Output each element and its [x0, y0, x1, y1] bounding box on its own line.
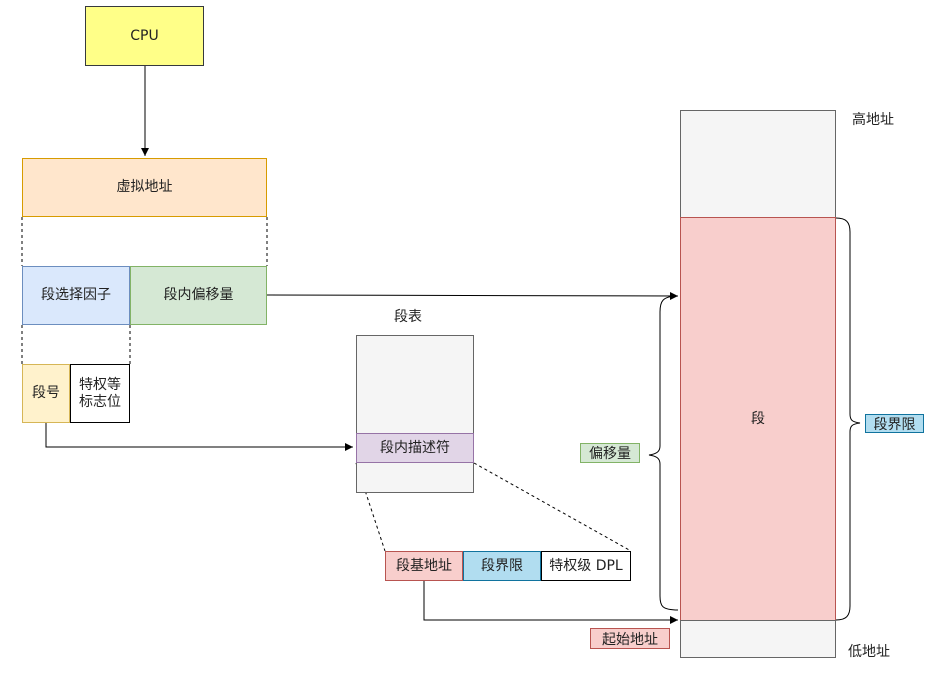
segment-table-title: 段表 — [394, 309, 422, 325]
cpu-box: CPU — [85, 6, 204, 66]
segment-descriptor-row: 段内描述符 — [356, 433, 474, 463]
offset-brace — [648, 295, 679, 611]
memory-high-region — [680, 110, 836, 218]
segment-limit-field: 段界限 — [463, 551, 541, 581]
low-address-label: 低地址 — [848, 644, 890, 660]
guide-line — [473, 462, 632, 552]
segment-limit-tag: 段界限 — [865, 414, 924, 433]
arrow-base-to-start-address — [423, 581, 678, 624]
memory-low-region — [680, 620, 836, 658]
memory-segment: 段 — [680, 217, 836, 621]
offset-tag: 偏移量 — [580, 443, 640, 463]
arrow-offset-to-memory — [266, 291, 679, 300]
high-address-label: 高地址 — [852, 112, 894, 128]
segment-offset-box: 段内偏移量 — [130, 266, 267, 325]
arrow-segnum-to-descriptor — [45, 423, 353, 451]
privilege-flags-box: 特权等 标志位 — [70, 364, 130, 423]
virtual-address-box: 虚拟地址 — [22, 158, 267, 217]
start-address-tag: 起始地址 — [590, 628, 670, 649]
segment-table — [356, 335, 474, 493]
base-address-field: 段基地址 — [385, 551, 463, 581]
segment-limit-brace — [835, 217, 861, 621]
segment-number-box: 段号 — [22, 364, 70, 423]
privilege-level-field: 特权级 DPL — [541, 551, 631, 581]
segment-selector-box: 段选择因子 — [22, 266, 130, 325]
